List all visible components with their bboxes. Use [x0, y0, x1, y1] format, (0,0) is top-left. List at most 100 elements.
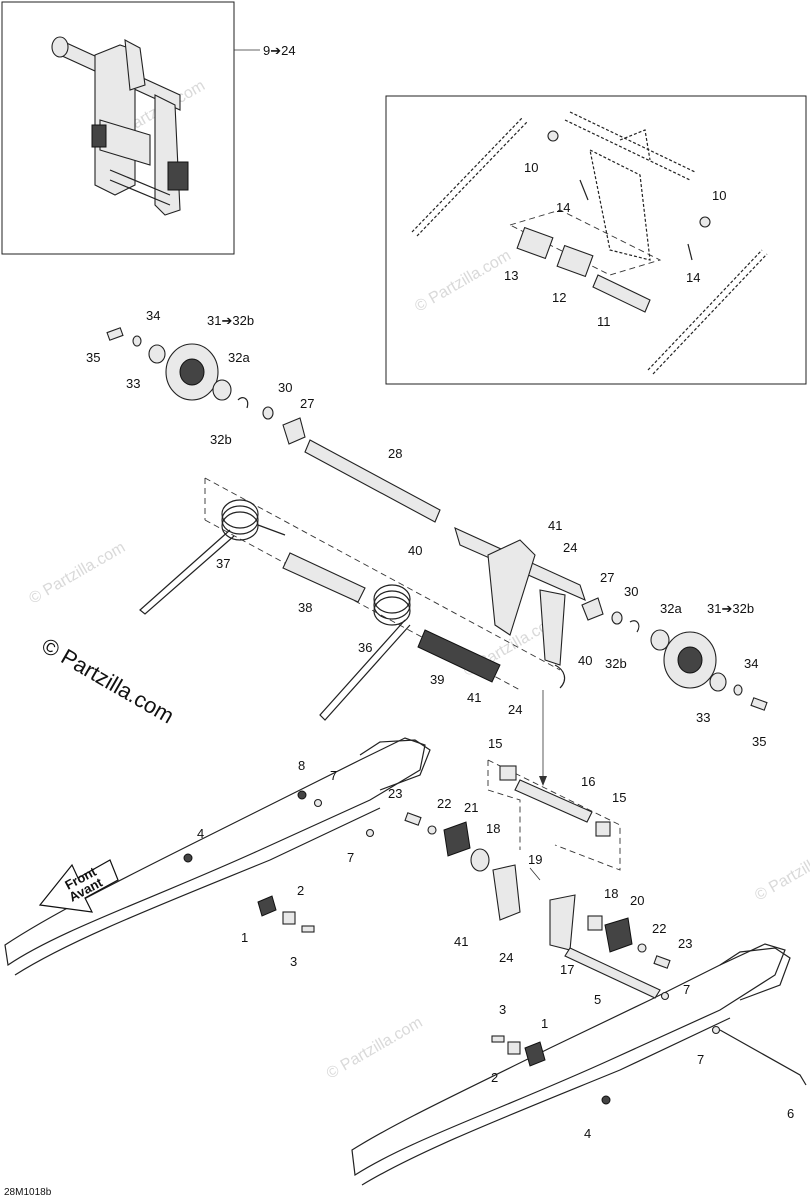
right-slide-rail [351, 943, 791, 1186]
callout-22: 22 [437, 796, 451, 811]
callout-32b: 32b [605, 656, 627, 671]
callout-1: 1 [541, 1016, 548, 1031]
watermark-text: © Partzilla.com [412, 247, 514, 316]
spacer-2 [507, 1041, 521, 1055]
spring-36 [319, 584, 411, 721]
upper-right-wheel-group [581, 597, 768, 711]
callout-24: 24 [499, 950, 513, 965]
dashed-guide [204, 477, 561, 671]
callout-33: 33 [126, 376, 140, 391]
nut-8 [297, 790, 307, 800]
callout-31-32b: 31➔32b [707, 601, 754, 616]
callout-40: 40 [408, 543, 422, 558]
callout-16: 16 [581, 774, 595, 789]
callout-35: 35 [86, 350, 100, 365]
callout-15: 15 [488, 736, 502, 751]
callout-12: 12 [552, 290, 566, 305]
bolt-3 [491, 1035, 505, 1043]
callout-15: 15 [612, 790, 626, 805]
callout-22: 22 [652, 921, 666, 936]
callout-7: 7 [683, 982, 690, 997]
washer-7 [313, 798, 323, 808]
front-direction-arrow: Front Avant [38, 859, 119, 913]
callout-28: 28 [388, 446, 402, 461]
spring-37 [139, 499, 286, 615]
callout-3: 3 [290, 954, 297, 969]
callout-18: 18 [486, 821, 500, 836]
pivot-inset [385, 95, 807, 385]
callout-10: 10 [524, 160, 538, 175]
callout-3: 3 [499, 1002, 506, 1017]
callout-2: 2 [297, 883, 304, 898]
callout-27: 27 [600, 570, 614, 585]
callout-41: 41 [467, 690, 481, 705]
callout-17: 17 [560, 962, 574, 977]
callout-30: 30 [624, 584, 638, 599]
callout-41: 41 [454, 934, 468, 949]
callout-5: 5 [594, 992, 601, 1007]
callout-32a: 32a [228, 350, 250, 365]
callout-39: 39 [430, 672, 444, 687]
callout-14: 14 [556, 200, 570, 215]
callout-11: 11 [597, 314, 611, 329]
callout-36: 36 [358, 640, 372, 655]
callout-35: 35 [752, 734, 766, 749]
callout-34: 34 [744, 656, 758, 671]
callout-41: 41 [548, 518, 562, 533]
upper-arm [454, 526, 586, 689]
washer-7 [711, 1025, 721, 1035]
left-slide-rail [4, 737, 431, 976]
nut-4 [601, 1095, 611, 1105]
callout-23: 23 [678, 936, 692, 951]
axle-6 [719, 1029, 807, 1086]
callout-10: 10 [712, 188, 726, 203]
drawing-code: 28M1018b [4, 1187, 52, 1198]
callout-37: 37 [216, 556, 230, 571]
callout-4: 4 [197, 826, 204, 841]
sleeve-38 [282, 552, 366, 603]
washer-7 [365, 828, 375, 838]
callout-6: 6 [787, 1106, 794, 1121]
callout-31-32b: 31➔32b [207, 313, 254, 328]
callout-1: 1 [241, 930, 248, 945]
copyright-text: © Partzilla.com [38, 633, 179, 729]
callout-24: 24 [563, 540, 577, 555]
callout-30: 30 [278, 380, 292, 395]
roller-39 [417, 629, 501, 683]
callout-20: 20 [630, 893, 644, 908]
callout-24: 24 [508, 702, 522, 717]
callout-27: 27 [300, 396, 314, 411]
callout-19: 19 [528, 852, 542, 867]
callout-8: 8 [298, 758, 305, 773]
spacer-2 [282, 911, 296, 925]
callout-7: 7 [697, 1052, 704, 1067]
callout-32b: 32b [210, 432, 232, 447]
callout-33: 33 [696, 710, 710, 725]
callout-14: 14 [686, 270, 700, 285]
callout-7: 7 [330, 768, 337, 783]
nut-4 [183, 853, 193, 863]
shaft-28 [304, 439, 441, 523]
callout-32a: 32a [660, 601, 682, 616]
callout-40: 40 [578, 653, 592, 668]
callout-4: 4 [584, 1126, 591, 1141]
callout-2: 2 [491, 1070, 498, 1085]
bolt-3 [301, 925, 315, 933]
callout-38: 38 [298, 600, 312, 615]
callout-18: 18 [604, 886, 618, 901]
callout-23: 23 [388, 786, 402, 801]
watermark-text: © Partzilla.com [324, 1014, 426, 1083]
callout-21: 21 [464, 800, 478, 815]
watermark-text: © Partzilla.com [26, 539, 128, 608]
assembly-inset [1, 1, 235, 255]
rear-arm-assembly [404, 759, 671, 1001]
slider-block-1 [257, 895, 277, 917]
callout-34: 34 [146, 308, 160, 323]
callout-7: 7 [347, 850, 354, 865]
slider-block-1 [524, 1041, 546, 1067]
watermark-text: © Partzilla.com [752, 836, 810, 905]
callout-13: 13 [504, 268, 518, 283]
upper-left-wheel-group [106, 327, 306, 445]
callout-9-24: 9➔24 [263, 43, 296, 58]
